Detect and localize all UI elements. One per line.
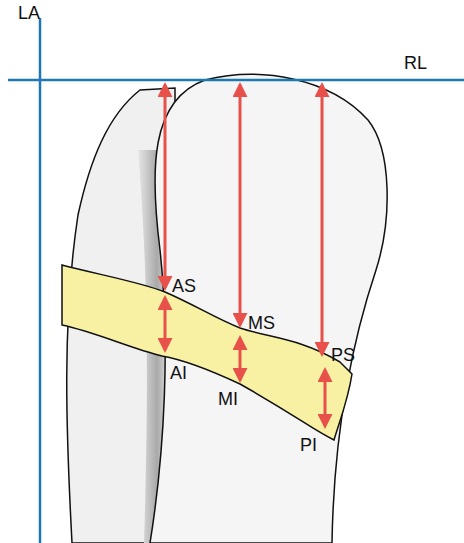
point-label: AS bbox=[172, 277, 196, 295]
measure-arrow bbox=[239, 338, 242, 380]
point-label: PI bbox=[300, 436, 317, 454]
long-axis-line bbox=[39, 18, 42, 543]
measure-arrow bbox=[164, 298, 167, 350]
point-label: MS bbox=[248, 314, 275, 332]
axis-label: RL bbox=[404, 54, 427, 72]
measure-arrow bbox=[321, 85, 324, 354]
point-label: MI bbox=[218, 390, 238, 408]
measure-arrow bbox=[324, 370, 327, 426]
point-label: AI bbox=[170, 364, 187, 382]
measure-arrow bbox=[164, 85, 167, 288]
physis-band bbox=[62, 265, 352, 440]
point-label: PS bbox=[331, 346, 355, 364]
axis-label: LA bbox=[18, 4, 40, 22]
measure-arrow bbox=[239, 85, 242, 325]
reference-line bbox=[8, 79, 464, 82]
